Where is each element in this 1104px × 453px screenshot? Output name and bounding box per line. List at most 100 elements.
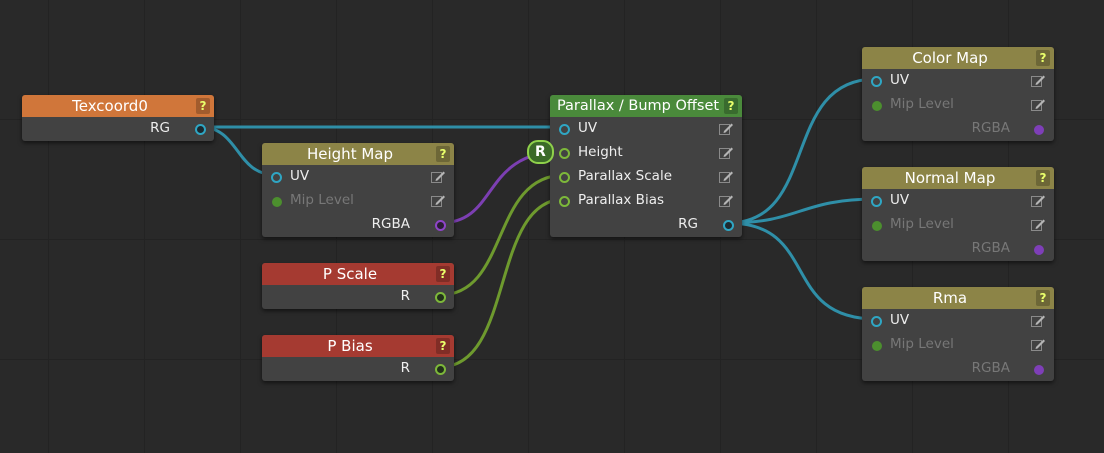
node-title: Parallax / Bump Offset — [556, 98, 720, 114]
input-pin[interactable] — [559, 196, 570, 207]
output-pin[interactable] — [195, 124, 206, 135]
input-pin[interactable] — [871, 196, 882, 207]
input-row-mip-level: Mip Level — [862, 93, 1054, 117]
input-label: UV — [290, 168, 310, 184]
input-pin[interactable] — [272, 197, 282, 207]
reroute-badge[interactable]: R — [527, 140, 554, 164]
output-label: RG — [150, 120, 170, 136]
output-label: RGBA — [371, 216, 410, 232]
pencil-edit-icon[interactable] — [1030, 217, 1046, 233]
node-header[interactable]: P Bias ? — [262, 335, 454, 357]
help-icon[interactable]: ? — [436, 338, 450, 354]
node-texcoord0[interactable]: Texcoord0 ? RG — [22, 95, 214, 141]
help-icon[interactable]: ? — [1036, 290, 1050, 306]
pencil-edit-icon[interactable] — [1030, 313, 1046, 329]
node-p-bias[interactable]: P Bias ? R — [262, 335, 454, 381]
output-row: RG — [22, 117, 214, 141]
output-pin[interactable] — [1034, 245, 1044, 255]
pencil-edit-icon[interactable] — [430, 193, 446, 209]
output-pin[interactable] — [435, 220, 446, 231]
output-pin[interactable] — [435, 364, 446, 375]
input-row-uv: UV — [262, 165, 454, 189]
wire-pbias-to-parallax-bias[interactable] — [439, 197, 566, 369]
output-pin[interactable] — [435, 292, 446, 303]
input-row-parallax-bias: Parallax Bias — [550, 189, 742, 213]
node-title: Color Map — [912, 49, 988, 67]
help-icon[interactable]: ? — [196, 98, 210, 114]
input-pin[interactable] — [871, 316, 882, 327]
node-header[interactable]: P Scale ? — [262, 263, 454, 285]
output-row: RGBA — [862, 237, 1054, 261]
input-pin[interactable] — [872, 341, 882, 351]
output-label: R — [400, 288, 410, 304]
pencil-edit-icon[interactable] — [1030, 337, 1046, 353]
input-label: Height — [578, 144, 623, 160]
input-label: Mip Level — [890, 216, 954, 232]
pencil-edit-icon[interactable] — [430, 169, 446, 185]
output-label: RGBA — [971, 360, 1010, 376]
pencil-edit-icon[interactable] — [718, 145, 734, 161]
pencil-edit-icon[interactable] — [1030, 73, 1046, 89]
pencil-edit-icon[interactable] — [1030, 97, 1046, 113]
node-title: P Bias — [327, 337, 373, 355]
node-parallax-bump-offset[interactable]: Parallax / Bump Offset ? UV Height Paral… — [550, 95, 742, 237]
input-label: UV — [578, 120, 598, 136]
input-label: Parallax Scale — [578, 168, 673, 184]
node-p-scale[interactable]: P Scale ? R — [262, 263, 454, 309]
input-pin[interactable] — [271, 172, 282, 183]
node-header[interactable]: Height Map ? — [262, 143, 454, 165]
node-height-map[interactable]: Height Map ? UV Mip Level RGBA — [262, 143, 454, 237]
help-icon[interactable]: ? — [1036, 170, 1050, 186]
output-row: RGBA — [262, 213, 454, 237]
help-icon[interactable]: ? — [724, 98, 738, 114]
node-rma[interactable]: Rma ? UV Mip Level RGBA — [862, 287, 1054, 381]
input-row-mip-level: Mip Level — [862, 213, 1054, 237]
wire-parallax-to-rma-uv[interactable] — [727, 221, 877, 321]
output-row: RG — [550, 213, 742, 237]
node-normal-map[interactable]: Normal Map ? UV Mip Level RGBA — [862, 167, 1054, 261]
node-title: Height Map — [306, 145, 393, 163]
input-label: Parallax Bias — [578, 192, 665, 208]
node-header[interactable]: Normal Map ? — [862, 167, 1054, 189]
input-row-uv: UV — [862, 189, 1054, 213]
output-row: R — [262, 285, 454, 309]
node-color-map[interactable]: Color Map ? UV Mip Level RGBA — [862, 47, 1054, 141]
input-label: UV — [890, 192, 910, 208]
node-header[interactable]: Parallax / Bump Offset ? — [550, 95, 742, 117]
pencil-edit-icon[interactable] — [718, 169, 734, 185]
input-pin[interactable] — [559, 172, 570, 183]
node-title: P Scale — [322, 265, 378, 283]
output-label: RGBA — [971, 240, 1010, 256]
wire-pscale-to-parallax-scale[interactable] — [439, 173, 566, 297]
input-label: UV — [890, 72, 910, 88]
node-header[interactable]: Rma ? — [862, 287, 1054, 309]
input-row-uv: UV — [550, 117, 742, 141]
output-pin[interactable] — [1034, 125, 1044, 135]
output-pin[interactable] — [1034, 365, 1044, 375]
input-pin[interactable] — [559, 148, 570, 159]
input-label: Mip Level — [290, 192, 354, 208]
output-label: RGBA — [971, 120, 1010, 136]
wire-parallax-to-colormap-uv[interactable] — [727, 77, 877, 225]
input-row-mip-level: Mip Level — [862, 333, 1054, 357]
pencil-edit-icon[interactable] — [718, 121, 734, 137]
node-header[interactable]: Color Map ? — [862, 47, 1054, 69]
input-pin[interactable] — [559, 124, 570, 135]
output-row: R — [262, 357, 454, 381]
input-label: UV — [890, 312, 910, 328]
wire-parallax-to-normalmap-uv[interactable] — [727, 197, 877, 225]
help-icon[interactable]: ? — [436, 266, 450, 282]
pencil-edit-icon[interactable] — [1030, 193, 1046, 209]
help-icon[interactable]: ? — [436, 146, 450, 162]
help-icon[interactable]: ? — [1036, 50, 1050, 66]
input-row-mip-level: Mip Level — [262, 189, 454, 213]
output-pin[interactable] — [723, 220, 734, 231]
input-pin[interactable] — [872, 221, 882, 231]
pencil-edit-icon[interactable] — [718, 193, 734, 209]
node-header[interactable]: Texcoord0 ? — [22, 95, 214, 117]
input-pin[interactable] — [871, 76, 882, 87]
output-label: RG — [678, 216, 698, 232]
input-pin[interactable] — [872, 101, 882, 111]
